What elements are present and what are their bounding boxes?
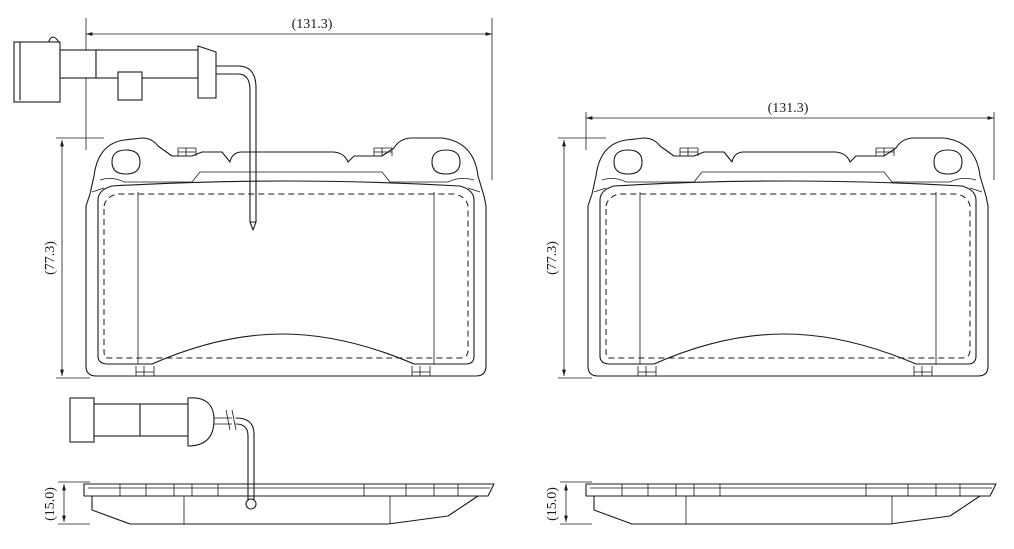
right-pad-side-view [585,483,997,525]
wear-sensor-bottom [69,397,257,510]
right-height-dimension: (77.3) [545,137,606,379]
right-thickness-dimension: (15.0) [545,481,592,525]
left-thickness-dimension: (15.0) [43,481,90,525]
right-width-dimension: (131.3) [585,101,995,180]
left-height-label: (77.3) [43,241,58,275]
left-thickness-label: (15.0) [43,487,58,521]
right-width-label: (131.3) [768,101,809,116]
left-height-dimension: (77.3) [43,137,104,379]
left-pad-front-view [85,137,487,377]
left-width-label: (131.3) [292,17,333,32]
right-pad-front-view [587,137,989,377]
left-pad-side-view [83,483,495,525]
left-width-dimension: (131.3) [85,17,493,180]
wear-sensor-top [13,36,257,231]
right-thickness-label: (15.0) [545,487,560,521]
right-height-label: (77.3) [545,241,560,275]
